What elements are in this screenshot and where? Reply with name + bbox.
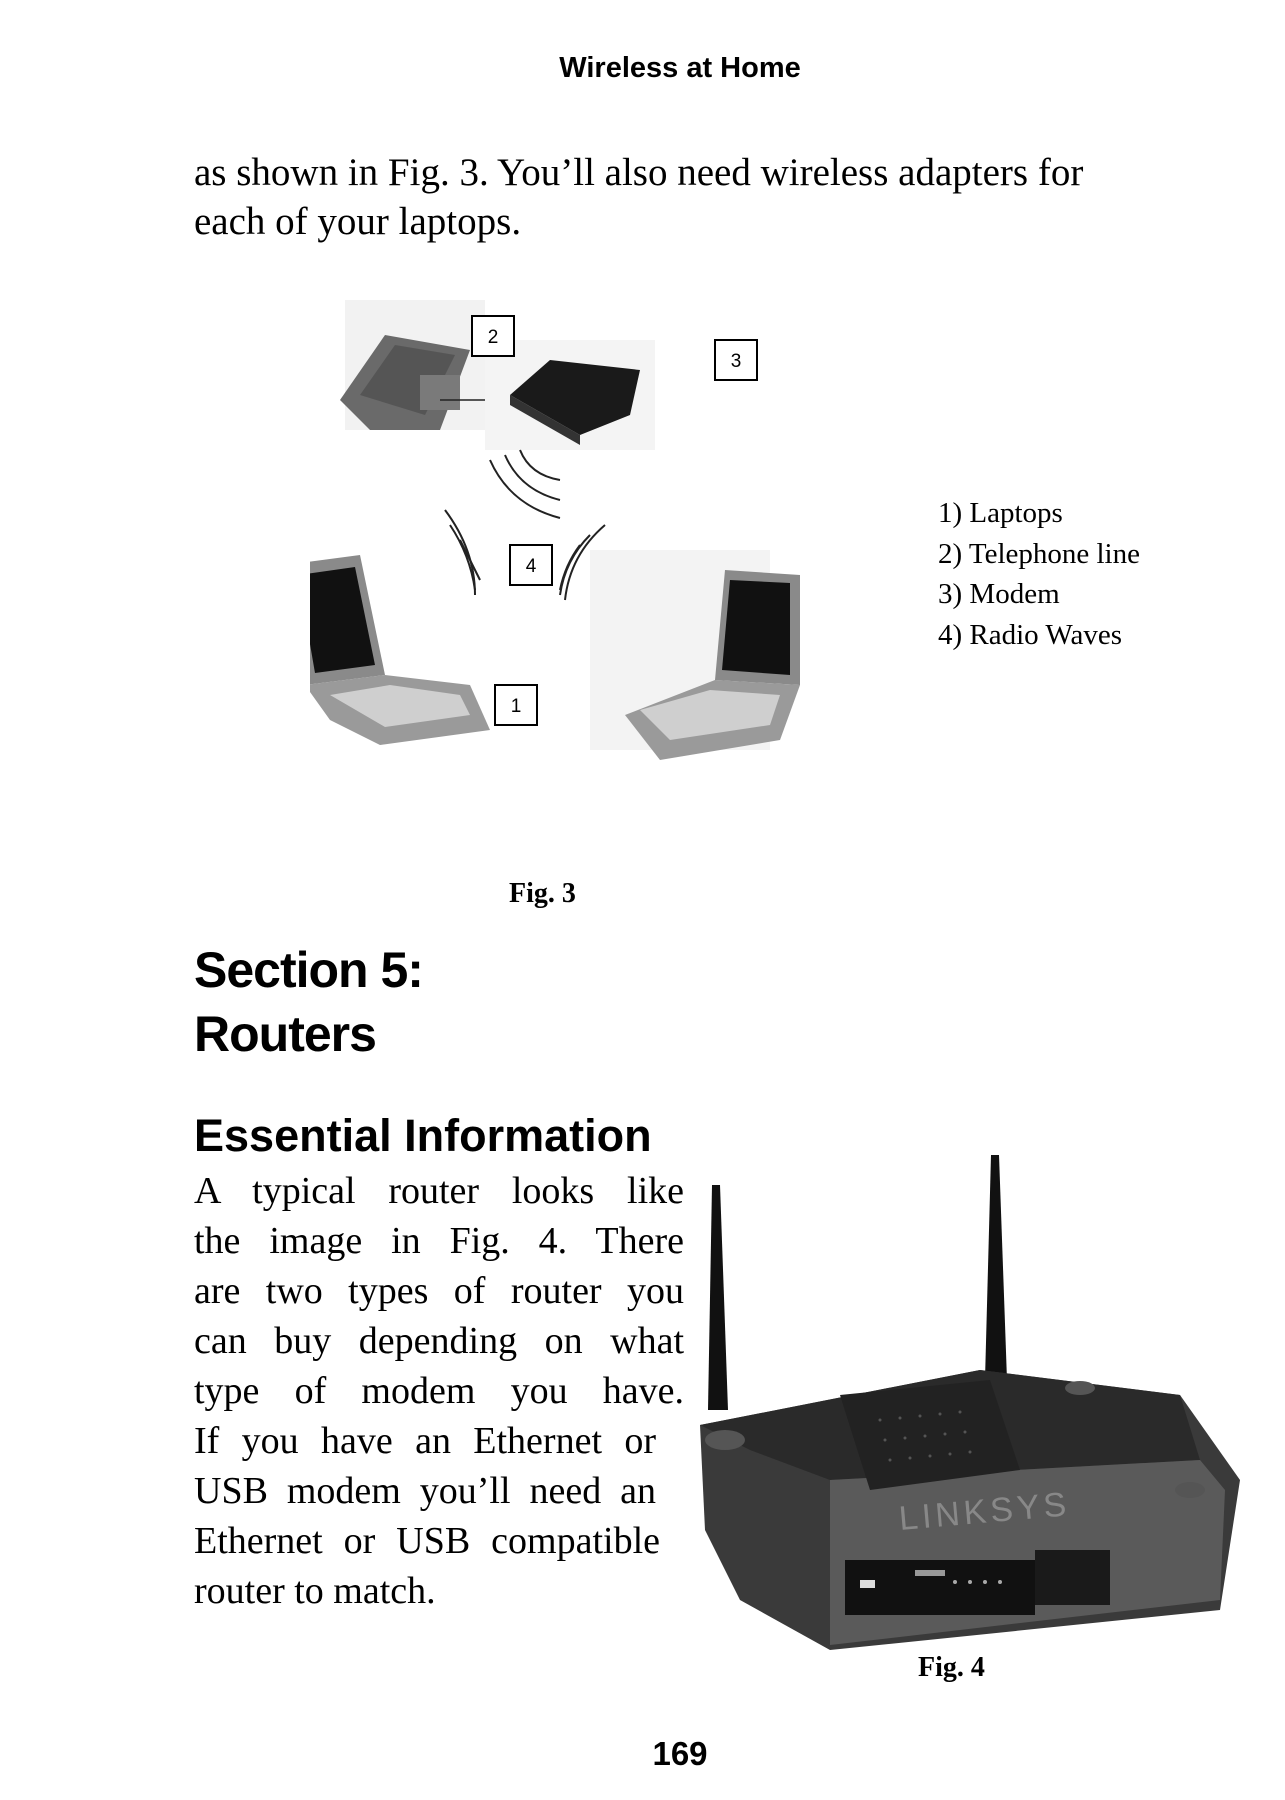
antenna-right bbox=[985, 1155, 1007, 1380]
body-text-line: each of your laptops. bbox=[194, 200, 522, 243]
paragraph-line: A typical router looks like bbox=[194, 1170, 684, 1212]
callout-1: 1 bbox=[494, 684, 538, 726]
paragraph-line: If you have an Ethernet or bbox=[194, 1420, 656, 1462]
laptop-right-illustration bbox=[590, 550, 800, 760]
svg-text:1: 1 bbox=[511, 696, 522, 717]
svg-text:4: 4 bbox=[526, 556, 537, 577]
antenna-left bbox=[708, 1185, 728, 1410]
callout-2: 2 bbox=[471, 315, 515, 357]
paragraph-line: can buy depending on what bbox=[194, 1320, 684, 1362]
figure-4-router-photo: LINKSYS bbox=[700, 1155, 1240, 1650]
legend-item: 3) Modem bbox=[938, 578, 1060, 610]
section-title-line: Section 5: bbox=[194, 942, 424, 998]
laptop-left-illustration bbox=[310, 555, 490, 745]
legend-item: 4) Radio Waves bbox=[938, 619, 1122, 651]
running-head: Wireless at Home bbox=[559, 52, 801, 84]
legend-item: 2) Telephone line bbox=[938, 538, 1140, 570]
section-title-line: Routers bbox=[194, 1006, 377, 1062]
legend-item: 1) Laptops bbox=[938, 497, 1063, 529]
callout-4: 4 bbox=[509, 544, 553, 586]
paragraph-line: type of modem you have. bbox=[194, 1370, 684, 1412]
svg-text:2: 2 bbox=[488, 327, 499, 348]
page-number: 169 bbox=[652, 1735, 708, 1772]
radio-waves-icon bbox=[444, 449, 606, 601]
figure-4-caption: Fig. 4 bbox=[918, 1652, 985, 1683]
svg-text:3: 3 bbox=[731, 351, 742, 372]
figure-3-caption: Fig. 3 bbox=[509, 878, 576, 909]
modem-illustration bbox=[485, 340, 655, 450]
paragraph-line: USB modem you’ll need an bbox=[194, 1470, 656, 1512]
paragraph-line: Ethernet or USB compatible bbox=[194, 1520, 660, 1562]
callout-3: 3 bbox=[714, 339, 758, 381]
section-title: Section 5: Routers bbox=[194, 938, 424, 1066]
paragraph-line: are two types of router you bbox=[194, 1270, 684, 1312]
paragraph-line: the image in Fig. 4. There bbox=[194, 1220, 684, 1262]
paragraph-line: router to match. bbox=[194, 1570, 436, 1612]
telephone-illustration bbox=[340, 300, 485, 430]
body-text-line: as shown in Fig. 3. You’ll also need wir… bbox=[194, 151, 1084, 194]
figure-3-network-diagram: 1 2 3 4 bbox=[310, 300, 800, 760]
sub-heading: Essential Information bbox=[194, 1110, 652, 1161]
